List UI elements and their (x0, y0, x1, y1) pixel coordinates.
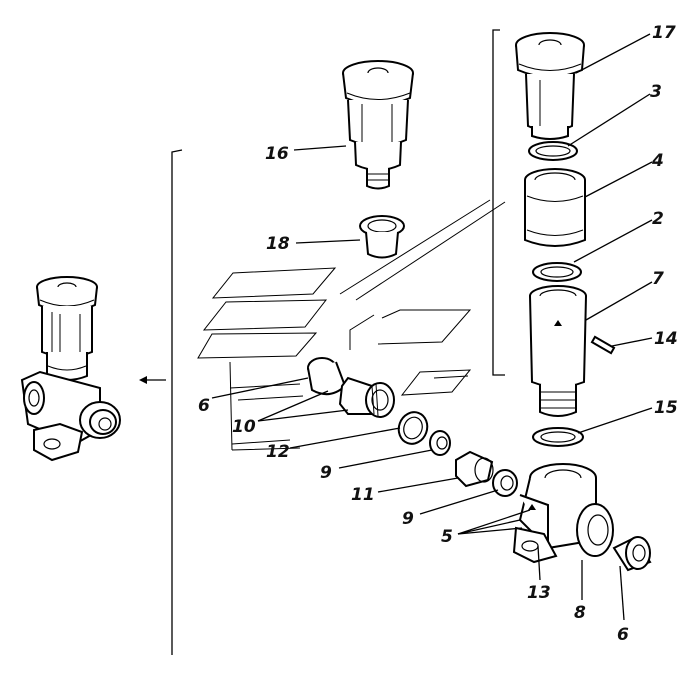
callout-12: 12 (266, 442, 290, 462)
part-3-o-ring (528, 141, 578, 161)
part-14-pin (590, 335, 616, 355)
callout-9-upper: 9 (320, 463, 332, 483)
callout-5: 5 (441, 527, 453, 547)
callout-2: 2 (652, 209, 664, 229)
callout-18: 18 (266, 234, 290, 254)
callout-17: 17 (652, 23, 676, 43)
callout-13: 13 (527, 583, 551, 603)
bracket-line-right (492, 29, 505, 376)
assembled-pump (20, 276, 121, 462)
callout-4: 4 (651, 151, 664, 171)
part-10-fitting (338, 376, 395, 418)
part-15-ring (532, 427, 584, 447)
part-17-cap (515, 32, 585, 140)
callout-3: 3 (650, 82, 662, 102)
part-6-cup-right (612, 536, 652, 572)
part-9-valve-lower (492, 469, 518, 497)
part-6-cup-left (307, 357, 347, 396)
callout-6-lower: 6 (617, 625, 629, 645)
callout-10: 10 (232, 417, 256, 437)
leader-lines (211, 33, 653, 621)
part-18-bushing (359, 215, 405, 259)
part-2-o-ring (532, 262, 582, 282)
part-7-plunger-housing (529, 285, 587, 417)
section-hatching (197, 199, 506, 451)
part-8-housing (512, 463, 614, 564)
assembly-arrow (139, 376, 166, 384)
part-4-sleeve (524, 168, 586, 247)
bracket-line-left (171, 149, 183, 655)
callout-7: 7 (652, 269, 664, 289)
callout-9-lower: 9 (402, 509, 414, 529)
callout-15: 15 (654, 398, 678, 418)
callout-6-upper: 6 (198, 396, 210, 416)
part-12-gasket (397, 411, 429, 445)
part-16-filter-cup (342, 60, 414, 190)
part-11-cup (455, 450, 494, 488)
callout-16: 16 (265, 144, 289, 164)
callout-14: 14 (654, 329, 678, 349)
part-9-valve-upper (429, 430, 451, 456)
callout-11: 11 (351, 485, 375, 505)
callout-8: 8 (574, 603, 586, 623)
